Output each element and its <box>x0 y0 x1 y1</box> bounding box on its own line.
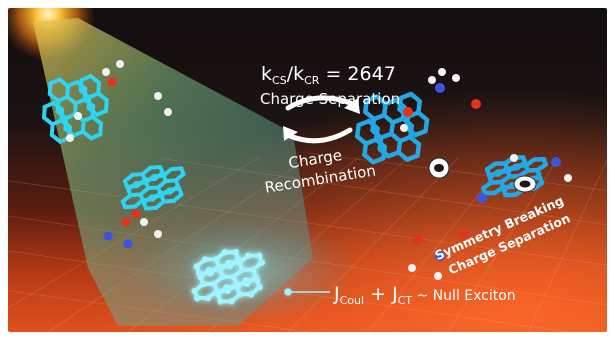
curved-arrow-left-head <box>283 126 298 141</box>
bond <box>535 167 542 178</box>
atom <box>217 298 224 305</box>
hydrogen-atom <box>116 60 124 68</box>
coupling-callout-pointer <box>284 288 330 296</box>
coupling-label: JCoul + JCT ~ Null Exciton <box>333 283 516 307</box>
curved-arrow-right-head <box>344 98 360 114</box>
bond <box>541 156 548 167</box>
atom <box>238 266 246 273</box>
bond <box>386 150 401 159</box>
atom <box>191 287 198 295</box>
bond <box>537 175 545 186</box>
bond <box>362 141 369 158</box>
atom <box>225 259 232 267</box>
atom <box>242 277 250 284</box>
bond <box>158 165 165 175</box>
atom <box>258 259 265 266</box>
bond <box>173 178 181 188</box>
bond <box>179 166 186 177</box>
atom <box>255 252 263 259</box>
atom <box>199 280 207 288</box>
curved-arrow-right-icon <box>285 95 356 111</box>
hydrogen-atom <box>74 112 82 120</box>
left-molecule-dimer <box>42 60 186 249</box>
atom <box>202 256 209 263</box>
atom <box>230 273 237 280</box>
atom <box>223 284 230 291</box>
hydrogen-atom <box>66 134 74 142</box>
glowing-perylene-projection <box>191 249 265 305</box>
atom <box>197 273 204 281</box>
atom <box>214 291 222 298</box>
bond <box>370 155 386 165</box>
scene-frame: kCS/kCR = 2647 Charge Separation Charge … <box>8 8 607 332</box>
rate-ratio-label: kCS/kCR = 2647 <box>261 63 396 87</box>
scene-illustration: kCS/kCR = 2647 Charge Separation Charge … <box>8 8 607 332</box>
oxygen-atom <box>403 107 413 117</box>
atom <box>247 290 255 298</box>
hydrogen-atom <box>510 154 518 162</box>
nitrogen-atom <box>123 239 133 249</box>
atom <box>219 273 226 281</box>
oxygen-atom <box>413 235 423 245</box>
bond <box>521 155 528 165</box>
bond <box>177 186 184 197</box>
nitrogen-atom <box>435 83 445 93</box>
atom <box>253 276 261 284</box>
atom <box>244 252 252 259</box>
atom <box>232 249 239 256</box>
electron-icon <box>513 175 537 193</box>
bond <box>405 153 420 162</box>
bond <box>89 132 103 141</box>
atom <box>236 291 244 298</box>
hydrogen-atom <box>154 230 162 238</box>
atom <box>210 280 218 288</box>
oxygen-atom <box>107 77 117 87</box>
hydrogen-atom <box>452 74 460 82</box>
hydrogen-atom <box>434 272 442 280</box>
left-upright-perylene <box>42 73 109 144</box>
nitrogen-atom <box>551 157 561 167</box>
oxygen-atom <box>459 229 469 239</box>
atom <box>213 256 220 263</box>
atom <box>205 266 213 274</box>
right-upright-perylene <box>354 91 430 165</box>
hydrogen-atom <box>428 76 436 84</box>
oxygen-atom <box>121 217 131 227</box>
hydrogen-atom <box>154 92 162 100</box>
bond <box>161 198 176 204</box>
hydrogen-atom <box>140 218 148 226</box>
atom <box>193 263 200 270</box>
bond <box>71 129 85 138</box>
bond <box>413 128 428 138</box>
hydrogen-atom <box>438 68 446 76</box>
atom <box>221 249 228 256</box>
curved-arrow-left-icon <box>287 127 353 144</box>
hydrogen-atom <box>400 124 408 132</box>
hole-icon <box>428 157 450 179</box>
hydrogen-atom <box>564 174 572 182</box>
charge-separation-label: Charge Separation <box>260 90 400 108</box>
oxygen-atom <box>471 99 481 109</box>
hydrogen-atom <box>164 108 172 116</box>
bond <box>95 108 109 117</box>
atom <box>205 294 212 302</box>
atom <box>236 259 243 266</box>
bond <box>49 122 55 138</box>
hydrogen-atom <box>408 264 416 272</box>
hydrogen-atom <box>102 68 110 76</box>
atom <box>249 266 257 273</box>
projected-perylene <box>191 249 265 305</box>
nitrogen-atom <box>477 193 487 203</box>
nitrogen-atom <box>435 251 445 261</box>
nitrogen-atom <box>103 231 113 241</box>
atom <box>228 298 235 305</box>
oxygen-atom <box>131 209 141 219</box>
atom <box>234 284 241 291</box>
atom <box>216 266 224 274</box>
atom <box>193 294 201 302</box>
atom <box>256 283 263 291</box>
left-tilted-perylene <box>120 165 186 211</box>
